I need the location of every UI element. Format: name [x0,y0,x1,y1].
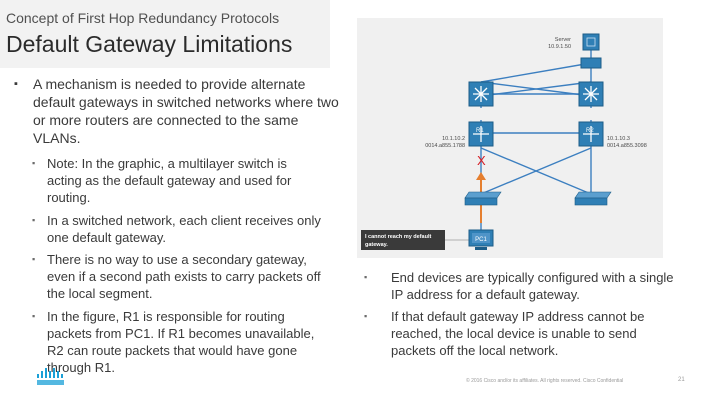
r1-mac: 0014.a855.1788 [425,143,465,149]
bullet-icon: ▪ [32,311,36,321]
left-sub-bullet-text: In a switched network, each client recei… [47,213,321,245]
left-sub-bullet-text: There is no way to use a secondary gatew… [47,252,321,301]
access-switch-icon [574,191,612,206]
link-core-cross [480,81,592,97]
title-band [0,0,330,68]
pc-label: PC1 [475,237,487,243]
left-sub-bullet: ▪ There is no way to use a secondary gat… [32,251,322,302]
network-diagram: Server 10.9.1.50 R1 10.1.10.2 0014.a855.… [357,18,663,258]
server-ip: 10.9.1.50 [548,44,571,50]
callout-box [361,230,445,250]
right-sub-bullet-text: End devices are typically configured wit… [391,270,674,302]
multilayer-switch-icon [578,81,604,107]
left-sub-bullet-text: Note: In the graphic, a multilayer switc… [47,156,292,205]
r1-ip: 10.1.10.2 [442,136,465,142]
r2-ip: 10.1.10.3 [607,136,630,142]
network-topology: Server 10.9.1.50 R1 10.1.10.2 0014.a855.… [361,33,647,250]
left-sub-bullet-text: In the figure, R1 is responsible for rou… [47,309,315,375]
main-bullet-text: A mechanism is needed to provide alterna… [33,76,339,146]
failure-x-icon: X [477,153,486,168]
r1-label: R1 [476,128,484,134]
page-number: 21 [678,377,685,383]
link-core [480,62,592,83]
slide-title: Default Gateway Limitations [6,31,293,57]
callout-line-2: gateway. [365,242,388,248]
bullet-icon: ▪ [14,78,18,90]
server-label: Server [555,37,571,43]
server-face [586,37,596,47]
r2-mac: 0014.a855.3098 [607,143,647,149]
router-r2-icon [578,121,604,147]
access-switch-icon [464,191,502,206]
server-icon [582,33,600,51]
bullet-icon: ▪ [364,311,368,321]
right-sub-bullet: ▪ End devices are typically configured w… [364,269,684,303]
right-sub-bullet: ▪ If that default gateway IP address can… [364,308,684,359]
bullet-icon: ▪ [364,272,368,282]
pc-icon [468,229,494,250]
bullet-icon: ▪ [32,254,36,264]
cisco-logo-icon [36,368,66,391]
network-links [480,50,592,232]
left-sub-bullet: ▪ Note: In the graphic, a multilayer swi… [32,155,322,206]
link-r2-cross [480,147,592,195]
footer-copyright: © 2016 Cisco and/or its affiliates. All … [466,378,624,384]
bullet-icon: ▪ [32,158,36,168]
multilayer-switch-icon [468,81,494,107]
right-sub-bullet-text: If that default gateway IP address canno… [391,309,645,358]
core-switch-icon [580,57,602,69]
main-bullet: ▪ A mechanism is needed to provide alter… [14,75,344,147]
left-sub-bullet: ▪ In the figure, R1 is responsible for r… [32,308,322,376]
bullet-icon: ▪ [32,215,36,225]
slide-subtitle: Concept of First Hop Redundancy Protocol… [6,10,280,26]
r2-label: R2 [586,128,594,134]
left-sub-bullet: ▪ In a switched network, each client rec… [32,212,322,246]
callout-line-1: I cannot reach my default [365,234,431,240]
router-r1-icon [468,121,494,147]
